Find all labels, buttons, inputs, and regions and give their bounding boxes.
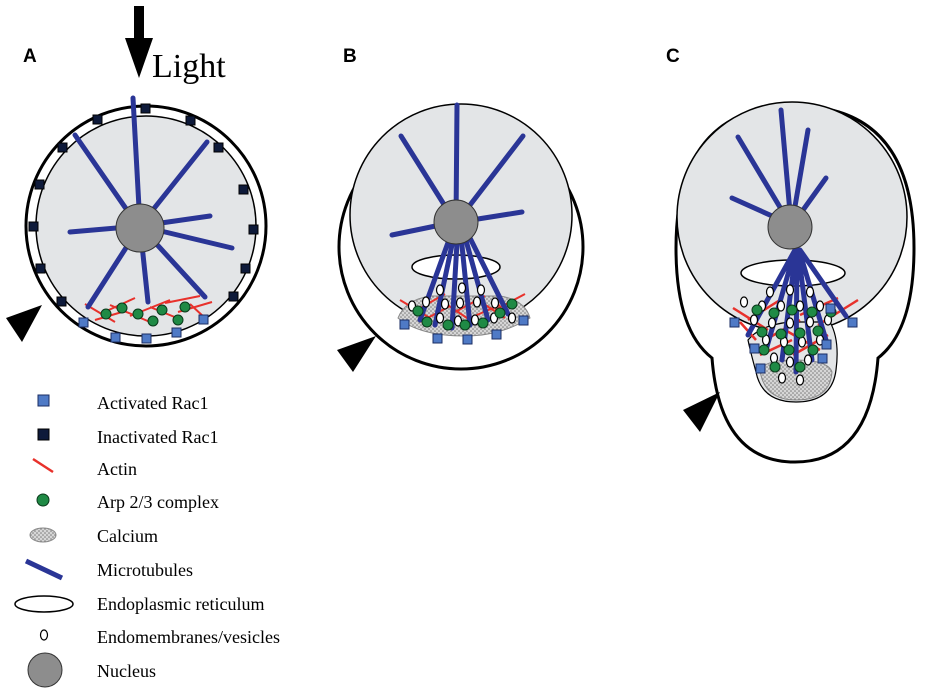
panel-label-b: B <box>343 46 357 67</box>
cell-panel-c <box>674 101 916 464</box>
nucleus <box>433 199 479 245</box>
legend-inactivated-rac1: Inactivated Rac1 <box>97 427 218 447</box>
legend: Activated Rac1 Inactivated Rac1 Actin Ar… <box>14 393 280 688</box>
legend-actin: Actin <box>97 459 137 479</box>
actin-icon <box>32 457 54 474</box>
arrowhead-icon-b <box>337 336 376 372</box>
arp-complex-icon <box>36 493 50 507</box>
activated-rac1-markers <box>729 303 858 374</box>
inactivated-rac1-markers <box>28 103 259 307</box>
arp-complexes <box>100 301 191 327</box>
inactivated-rac1-icon <box>37 428 50 441</box>
activated-rac1-markers <box>399 315 529 345</box>
light-label: Light <box>152 48 226 85</box>
legend-arp: Arp 2/3 complex <box>97 492 219 512</box>
legend-er: Endoplasmic reticulum <box>97 594 264 614</box>
legend-calcium: Calcium <box>97 526 158 546</box>
legend-vesicles: Endomembranes/vesicles <box>97 627 280 647</box>
cell-panel-b <box>337 102 585 371</box>
legend-microtubules: Microtubules <box>97 560 193 580</box>
arrowhead-icon-a <box>6 305 42 342</box>
light-arrow-icon <box>125 6 153 78</box>
arp-complexes <box>412 298 518 331</box>
cell-panel-a <box>24 95 268 348</box>
microtubule-array <box>67 95 235 310</box>
arrowhead-icon-c <box>683 392 720 432</box>
microtubule-icon <box>24 558 64 581</box>
er-icon <box>14 595 74 613</box>
calcium-icon <box>29 527 57 543</box>
panel-label-a: A <box>23 46 37 67</box>
legend-nucleus: Nucleus <box>97 661 156 681</box>
panel-label-c: C <box>666 46 680 67</box>
microtubule-array <box>389 102 526 331</box>
nucleus-icon <box>27 652 63 688</box>
activated-rac1-icon <box>37 394 50 407</box>
nucleus <box>767 204 813 250</box>
legend-activated-rac1: Activated Rac1 <box>97 393 208 413</box>
vesicle-icon <box>39 629 49 641</box>
vesicles <box>407 282 517 327</box>
activated-rac1-markers <box>78 314 209 344</box>
nucleus <box>115 203 165 253</box>
